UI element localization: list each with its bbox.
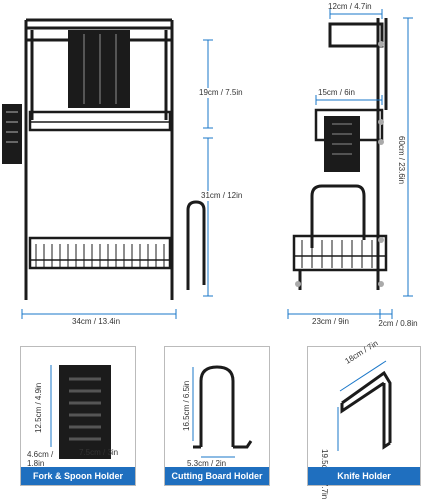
side-base-depth-label: 23cm / 9in [312, 317, 349, 326]
cutting-board-holder-panel: 16.5cm / 6.5in 5.3cm / 2in Cutting Board… [164, 346, 270, 486]
fork-holder-width-label: 7.5cm / 3in [79, 448, 119, 457]
front-width-label: 34cm / 13.4in [72, 317, 121, 326]
front-height-upper-label: 19cm / 7.5in [198, 88, 244, 98]
fork-spoon-holder-illustration [50, 365, 111, 459]
side-top-depth-label: 12cm / 4.7in [328, 2, 372, 11]
cutting-board-holder-illustration [192, 365, 253, 458]
side-total-height-label: 60cm / 23.6in [397, 136, 406, 185]
fork-holder-height-label: 12.5cm / 4.9in [34, 382, 43, 433]
side-offset-label: 2cm / 0.8in [378, 319, 418, 328]
side-mid-depth-label: 15cm / 6in [318, 88, 355, 97]
board-holder-height-label: 16.5cm / 6.5in [182, 380, 191, 431]
knife-holder-illustration [337, 360, 392, 451]
knife-holder-panel: 18cm / 7in 19.5cm / 7.7in Knife Holder [307, 339, 421, 499]
fork-holder-depth-label: 4.6cm / 1.8in [27, 450, 54, 468]
cutting-board-holder-caption: Cutting Board Holder [165, 467, 269, 485]
fork-spoon-holder-caption: Fork & Spoon Holder [21, 467, 135, 485]
front-height-lower-label: 31cm / 12in [200, 191, 244, 201]
board-holder-width-label: 5.3cm / 2in [187, 459, 227, 468]
knife-holder-caption: Knife Holder [308, 467, 420, 485]
fork-spoon-holder-panel: 12.5cm / 4.9in 4.6cm / 1.8in 7.5cm / 3in… [20, 346, 136, 486]
